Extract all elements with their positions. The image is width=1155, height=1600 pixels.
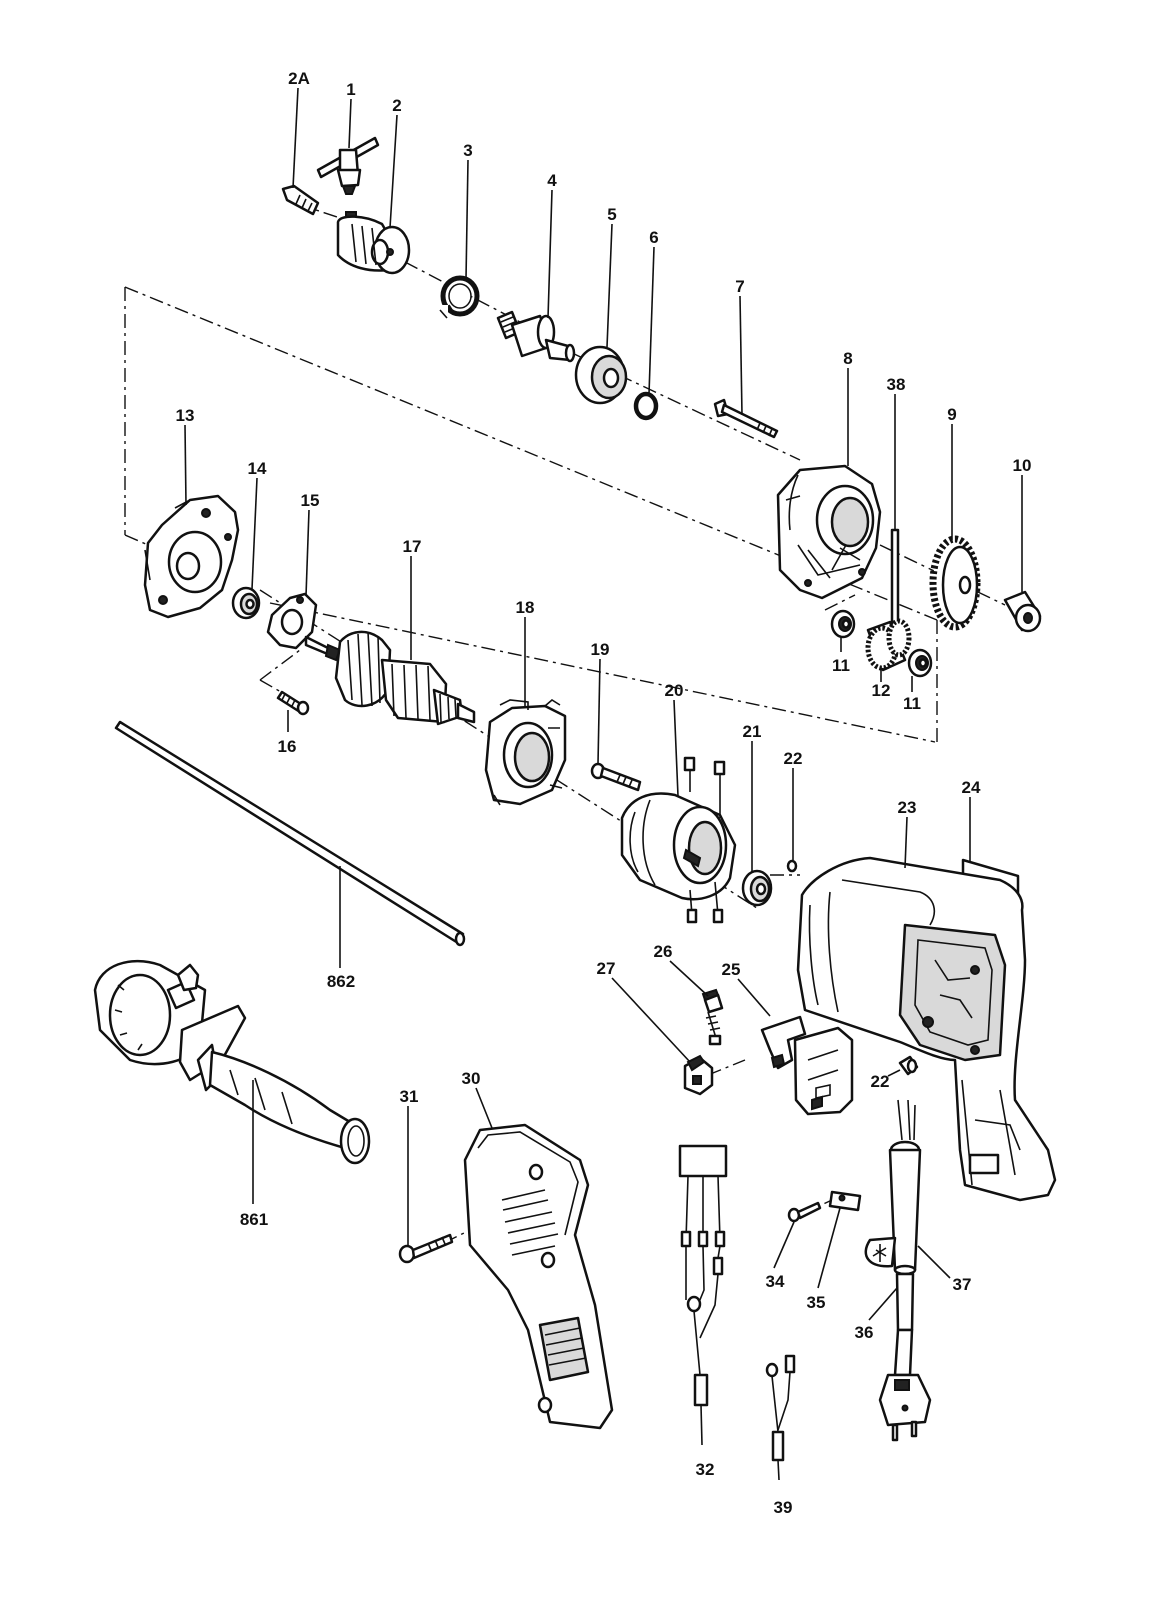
part-number-labels: 2A 1 2 3 4 5 6 7 8 38 9 10 13 14 15 17 1… bbox=[176, 69, 1032, 1517]
motor-end-plate bbox=[143, 494, 240, 619]
brush-holder bbox=[683, 1054, 714, 1096]
label-11a: 11 bbox=[832, 656, 850, 675]
drill-chuck bbox=[336, 211, 411, 275]
label-5: 5 bbox=[607, 205, 616, 224]
chuck-key bbox=[316, 136, 380, 195]
label-20: 20 bbox=[665, 681, 684, 700]
label-18: 18 bbox=[516, 598, 535, 617]
label-861: 861 bbox=[240, 1210, 268, 1229]
label-21: 21 bbox=[743, 722, 762, 741]
label-17: 17 bbox=[403, 537, 422, 556]
label-862: 862 bbox=[327, 972, 355, 991]
rubber-pin-bottom bbox=[898, 1055, 919, 1076]
label-23: 23 bbox=[898, 798, 917, 817]
spacer-ring bbox=[633, 391, 659, 421]
label-30: 30 bbox=[462, 1069, 481, 1088]
label-10: 10 bbox=[1013, 456, 1032, 475]
label-6: 6 bbox=[649, 228, 658, 247]
field-screw bbox=[590, 762, 642, 792]
depth-gauge-rod bbox=[114, 720, 466, 947]
label-1: 1 bbox=[346, 80, 355, 99]
label-3: 3 bbox=[463, 141, 472, 160]
label-13: 13 bbox=[176, 406, 195, 425]
label-24: 24 bbox=[962, 778, 981, 797]
needle-bearing-right bbox=[907, 648, 933, 678]
armature bbox=[304, 630, 476, 726]
gear-housing bbox=[776, 464, 882, 600]
label-2A: 2A bbox=[288, 69, 310, 88]
side-handle bbox=[93, 960, 371, 1165]
label-9: 9 bbox=[947, 405, 956, 424]
label-19: 19 bbox=[591, 640, 610, 659]
rubber-pin-top bbox=[786, 859, 798, 873]
label-35: 35 bbox=[807, 1293, 826, 1312]
label-38: 38 bbox=[887, 375, 906, 394]
label-27: 27 bbox=[597, 959, 616, 978]
ball-bearing-21 bbox=[741, 869, 773, 907]
label-14: 14 bbox=[248, 459, 267, 478]
spur-gear bbox=[929, 535, 981, 631]
label-12: 12 bbox=[872, 681, 891, 700]
label-36: 36 bbox=[855, 1323, 874, 1342]
cord-clamp-screw bbox=[787, 1201, 822, 1223]
retaining-ring bbox=[438, 275, 480, 319]
label-25: 25 bbox=[722, 960, 741, 979]
label-37: 37 bbox=[953, 1275, 972, 1294]
ball-bearing-5 bbox=[574, 345, 628, 405]
gear-housing-screw bbox=[713, 398, 779, 439]
label-22a: 22 bbox=[784, 749, 803, 768]
label-8: 8 bbox=[843, 349, 852, 368]
label-16: 16 bbox=[278, 737, 297, 756]
needle-bearing-left bbox=[830, 609, 856, 639]
leader-lines bbox=[184, 87, 1023, 1321]
label-39: 39 bbox=[774, 1498, 793, 1517]
label-22b: 22 bbox=[871, 1072, 890, 1091]
bushing bbox=[1003, 590, 1042, 633]
handle-cover bbox=[463, 1123, 614, 1430]
motor-housing bbox=[796, 856, 1057, 1202]
pinion-gear bbox=[865, 618, 912, 672]
spindle bbox=[496, 310, 576, 363]
label-26: 26 bbox=[654, 942, 673, 961]
label-7: 7 bbox=[735, 277, 744, 296]
label-15: 15 bbox=[301, 491, 320, 510]
label-34: 34 bbox=[766, 1272, 785, 1291]
label-2: 2 bbox=[392, 96, 401, 115]
strain-relief bbox=[864, 1099, 922, 1276]
trigger-switch bbox=[760, 1015, 854, 1116]
label-4: 4 bbox=[547, 171, 557, 190]
retainer-screw bbox=[276, 690, 310, 716]
baffle-plate bbox=[484, 699, 567, 806]
label-31: 31 bbox=[400, 1087, 419, 1106]
carbon-brush bbox=[701, 988, 724, 1046]
field-coil bbox=[620, 756, 737, 924]
handle-cover-screw bbox=[398, 1233, 454, 1264]
label-11b: 11 bbox=[903, 694, 921, 713]
label-32: 32 bbox=[696, 1460, 715, 1479]
cord-clamp bbox=[828, 1190, 862, 1212]
ball-bearing-14 bbox=[231, 586, 261, 620]
noise-suppressor bbox=[678, 1144, 728, 1446]
chuck-screw bbox=[281, 184, 320, 216]
bearing-retainer bbox=[266, 592, 318, 650]
lead-wire bbox=[765, 1354, 796, 1481]
power-cord bbox=[878, 1272, 932, 1442]
